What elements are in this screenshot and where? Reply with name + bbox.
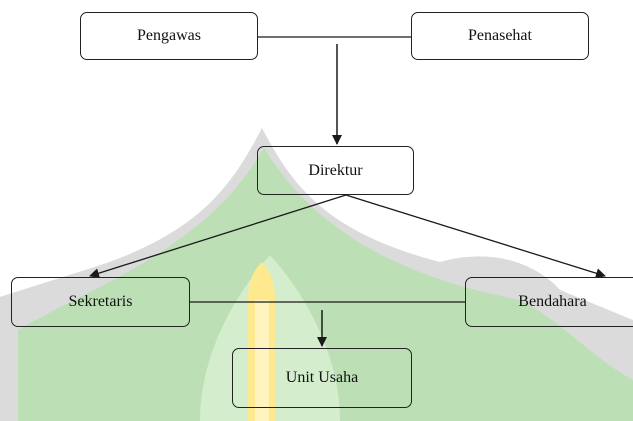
- node-label: Unit Usaha: [285, 369, 359, 386]
- node-label: Penasehat: [468, 27, 532, 44]
- watermark-minaret: [248, 262, 275, 421]
- node-unit-usaha: Unit Usaha: [232, 348, 412, 408]
- node-label: Sekretaris: [68, 293, 133, 310]
- node-label: Bendahara: [518, 293, 587, 310]
- arrow-direktur-to-sekretaris: [89, 194, 347, 279]
- arrow-direktur-to-bendahara: [345, 194, 606, 279]
- node-pengawas: Pengawas: [80, 12, 258, 60]
- node-direktur: Direktur: [257, 146, 414, 195]
- node-penasehat: Penasehat: [411, 12, 589, 60]
- node-sekretaris: Sekretaris: [11, 277, 190, 327]
- node-label: Pengawas: [137, 27, 201, 44]
- node-label: Direktur: [308, 161, 363, 179]
- node-bendahara: Bendahara: [465, 277, 633, 327]
